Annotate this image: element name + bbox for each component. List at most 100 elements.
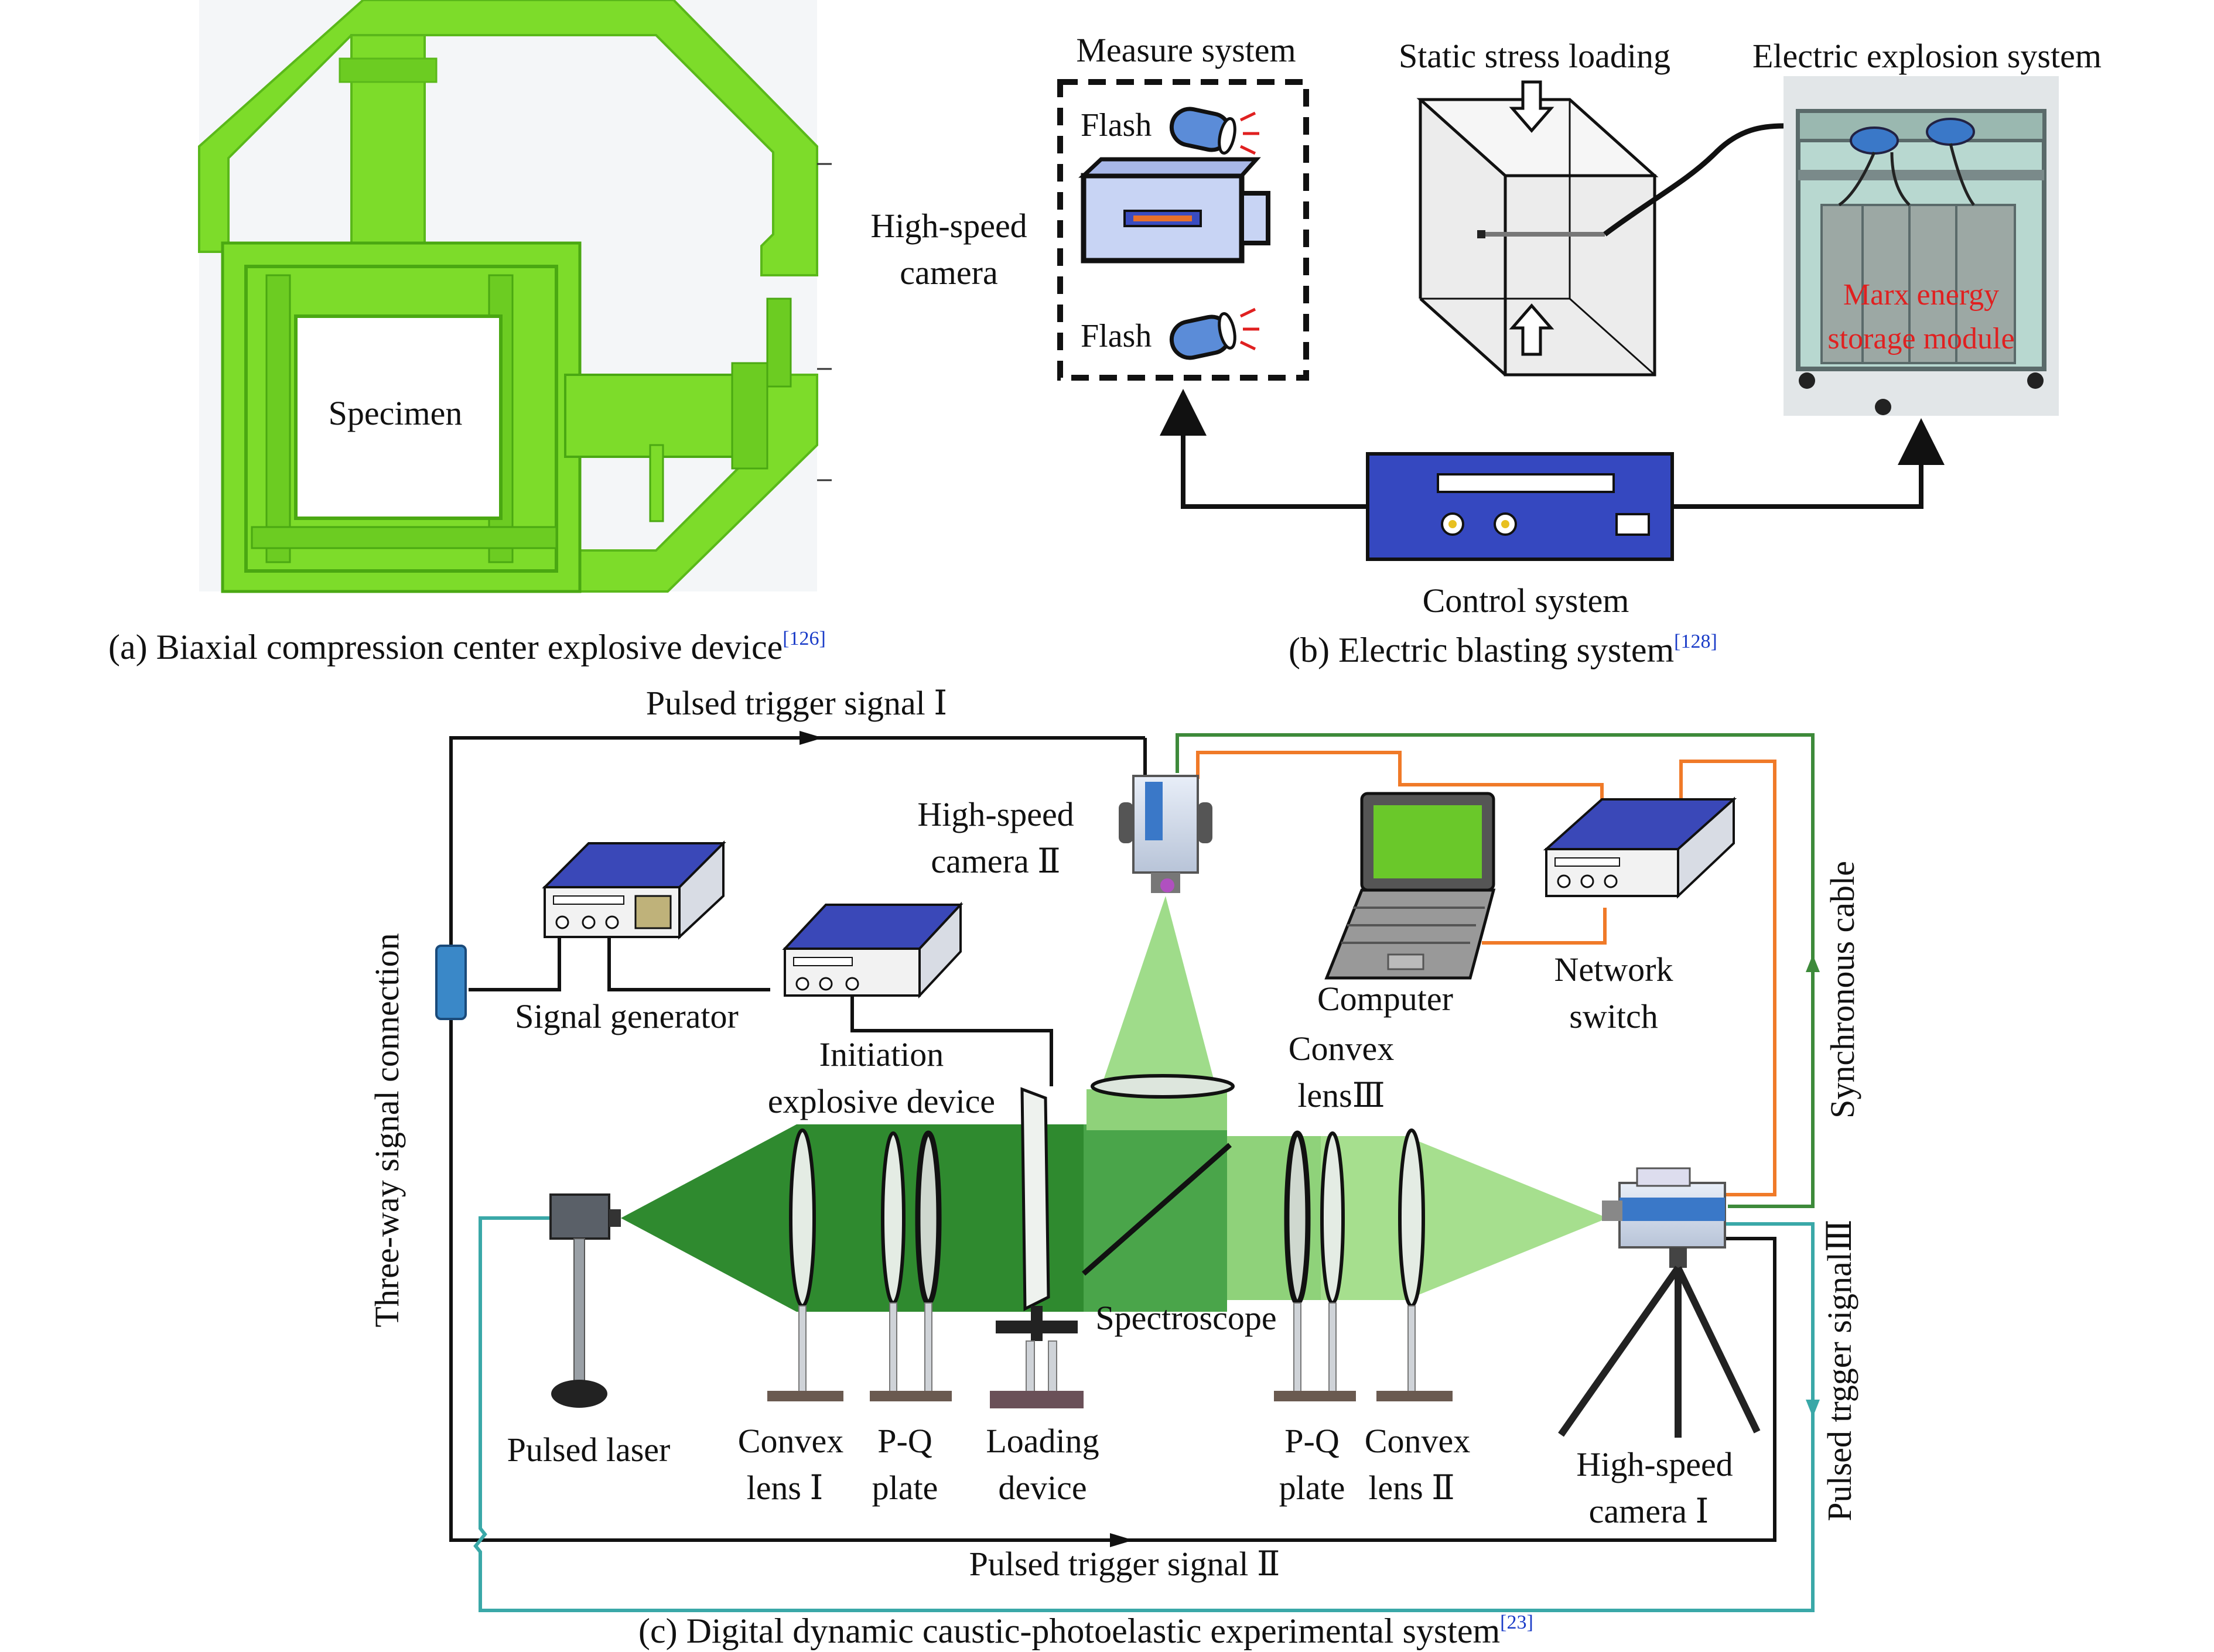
flash-bottom-label: Flash <box>1081 318 1152 354</box>
marx-label-1: Marx energy <box>1843 278 1999 312</box>
hs-camera-2-label-1: High-speed <box>917 795 1074 833</box>
pulsed-laser-icon <box>549 1193 621 1408</box>
pq-2-label-2: plate <box>1279 1469 1345 1507</box>
hs-camera-2-label-2: camera Ⅱ <box>931 842 1060 880</box>
initiation-label-1: Initiation <box>819 1035 944 1073</box>
panel-a-caption-text: (a) Biaxial compression center explosive… <box>108 628 783 666</box>
horizontal-cylinder <box>564 374 763 458</box>
svg-text:(c) Digital dynamic caustic-ph: (c) Digital dynamic caustic-photoelastic… <box>638 1612 1533 1650</box>
synchronous-cable <box>1176 733 1815 1208</box>
panel-a-caption: (a) Biaxial compression center explosive… <box>108 628 826 666</box>
convex-lens-1-icon <box>767 1128 843 1401</box>
network-cable-1 <box>1196 751 1604 837</box>
network-switch-icon <box>1543 796 1737 899</box>
network-label-2: switch <box>1569 997 1658 1035</box>
marx-label-2: storage module <box>1827 322 2014 355</box>
svg-text:(a) Biaxial compression center: (a) Biaxial compression center explosive… <box>108 628 826 666</box>
flash-top-label: Flash <box>1081 107 1152 143</box>
pq-1-label-2: plate <box>872 1469 938 1507</box>
panel-c-caption: (c) Digital dynamic caustic-photoelastic… <box>638 1612 1533 1650</box>
cylinder-support <box>649 444 664 522</box>
convex-2-label-1: Convex <box>1365 1422 1470 1460</box>
convex-1-label-1: Convex <box>738 1422 843 1460</box>
initiation-label-2: explosive device <box>768 1082 995 1120</box>
measure-system-box <box>1057 79 1309 381</box>
control-system-label: Control system <box>1423 582 1629 620</box>
panel-b-stress-box: Static stress loading Electric explosion… <box>1399 37 2102 377</box>
hs-camera-1-label-2: camera Ⅰ <box>1589 1492 1709 1530</box>
beam-left-dark <box>621 1124 1084 1312</box>
convex-3-label-2: lensⅢ <box>1297 1076 1385 1114</box>
beam-right-light <box>1321 1136 1608 1300</box>
panel-b-marx-module: Marx energy storage module <box>1784 76 2059 416</box>
cage-inner-frame <box>244 265 558 573</box>
pulsed-trigger-1-label: Pulsed trigger signal Ⅰ <box>646 684 947 722</box>
panel-a-device: Specimen <box>198 0 832 593</box>
convex-3-label-1: Convex <box>1289 1029 1394 1068</box>
control-box <box>1366 452 1674 561</box>
flash-top-icon <box>1169 107 1259 155</box>
panel-b-control: Control system <box>1160 389 1945 620</box>
light-beams <box>621 896 1608 1312</box>
flash-bottom-icon <box>1169 307 1259 360</box>
panel-c-wiring <box>449 731 1820 1612</box>
pulsed-trigger-2-label: Pulsed trigger signal Ⅱ <box>969 1545 1280 1583</box>
convex-2-label-2: lens Ⅱ <box>1368 1469 1454 1507</box>
three-way-label: Three-way signal connection <box>368 933 406 1327</box>
computer-label: Computer <box>1317 980 1453 1018</box>
panel-b-caption-text: (b) Electric blasting system <box>1289 631 1674 669</box>
stress-arrow-top <box>1509 80 1554 133</box>
panel-b-measure-system: Measure system Flash High-speed camera F… <box>870 31 1309 381</box>
cage-bar-bottom <box>251 526 558 549</box>
electric-explosion-label: Electric explosion system <box>1752 37 2102 75</box>
signal-generator-label: Signal generator <box>515 997 739 1035</box>
hs-camera-2-icon <box>1119 775 1212 893</box>
panel-c-caption-text: (c) Digital dynamic caustic-photoelastic… <box>638 1612 1500 1650</box>
three-way-connector <box>435 945 467 1020</box>
trigger-1-arrow <box>800 731 823 745</box>
synchronous-label: Synchronous cable <box>1823 861 1861 1119</box>
convex-lens-top <box>1091 1074 1235 1099</box>
panel-a-caption-ref: [126] <box>783 628 826 649</box>
signal-generator-icon <box>542 840 726 940</box>
cylinder-bracket <box>766 297 792 388</box>
pq-plate-2-icon <box>1274 1130 1356 1401</box>
hs-camera-label-2: camera <box>900 254 997 292</box>
specimen-label: Specimen <box>329 394 463 432</box>
convex-1-label-2: lens Ⅰ <box>747 1469 824 1507</box>
frame-top-octagon <box>198 0 818 276</box>
convex-lens-2-icon <box>1376 1128 1453 1401</box>
blast-wire <box>1603 123 1784 237</box>
control-to-marx-arrow <box>1672 418 1945 509</box>
pq-1-label-1: P-Q <box>877 1422 932 1460</box>
control-to-measure-arrow <box>1160 389 1368 509</box>
hs-camera-1-label-1: High-speed <box>1576 1445 1733 1483</box>
specimen-window <box>294 314 503 520</box>
cylinder-flange <box>731 362 768 470</box>
pq-2-label-1: P-Q <box>1284 1422 1339 1460</box>
spectroscope-mirror <box>1082 1143 1232 1276</box>
beam-top-cone <box>1086 896 1227 1130</box>
panel-c-labels: Pulsed trigger signal Ⅰ Pulsed trigger s… <box>368 684 1861 1583</box>
initiation-device-icon <box>782 901 964 999</box>
loading-label-2: device <box>998 1469 1086 1507</box>
svg-text:(b) Electric blasting system[1: (b) Electric blasting system[128] <box>1289 631 1717 669</box>
computer-icon <box>1324 792 1496 980</box>
panel-b-caption: (b) Electric blasting system[128] <box>1289 631 1717 669</box>
pulsed-laser-label: Pulsed laser <box>507 1431 671 1469</box>
trigger-3-arrow <box>1806 1400 1820 1417</box>
specimen-cube <box>1416 98 1659 377</box>
column-collar <box>339 57 438 83</box>
panel-b-caption-ref: [128] <box>1674 631 1717 652</box>
stress-arrow-bottom <box>1509 303 1554 356</box>
network-cable-2 <box>1679 760 1776 1196</box>
static-stress-label: Static stress loading <box>1399 37 1670 75</box>
network-label-1: Network <box>1554 950 1673 989</box>
loading-device-icon <box>990 1087 1084 1408</box>
pulsed-trigger-3-label: Pulsed trgger signalⅢ <box>1820 1219 1858 1521</box>
hs-camera-label-1: High-speed <box>870 207 1027 245</box>
pq-plate-1-icon <box>870 1130 952 1401</box>
control-display <box>1437 473 1615 493</box>
